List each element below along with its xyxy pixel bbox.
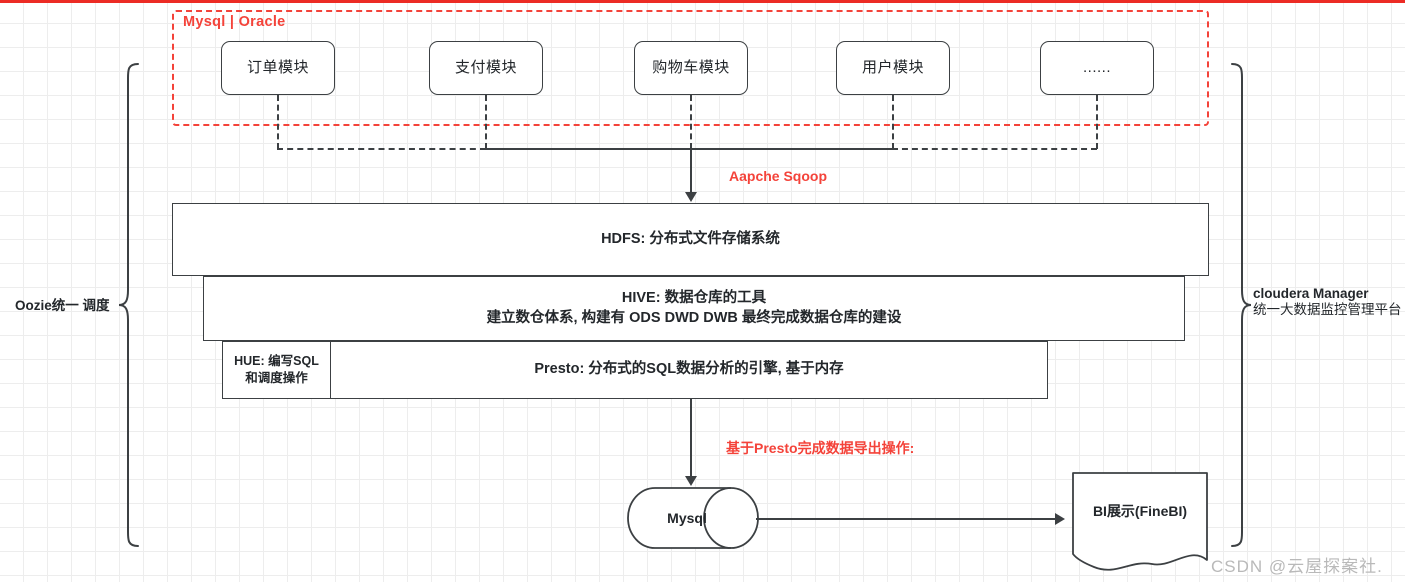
right-bracket-label-line1: cloudera Manager [1253,286,1369,301]
hdfs-label: HDFS: 分布式文件存储系统 [601,230,780,247]
module-label: 用户模块 [861,58,924,76]
bi-document-shape[interactable] [1072,472,1208,571]
module-box-user[interactable]: 用户模块 [836,41,950,95]
hive-label-primary: HIVE: 数据仓库的工具 [621,289,767,306]
presto-box[interactable]: Presto: 分布式的SQL数据分析的引擎, 基于内存 [330,341,1048,399]
hue-label-line1: HUE: 编写SQL [234,353,319,368]
sqoop-arrow-head [685,192,697,202]
csdn-watermark: CSDN @云屋探案社. [1211,557,1383,576]
module-box-more[interactable]: ...... [1040,41,1154,95]
presto-label: Presto: 分布式的SQL数据分析的引擎, 基于内存 [534,361,844,378]
module-drop-line-more [1096,95,1098,149]
left-bracket-label: Oozie统一 调度 [15,298,110,313]
module-box-order[interactable]: 订单模块 [221,41,335,95]
mysql-label: Mysql [667,510,707,526]
hdfs-box[interactable]: HDFS: 分布式文件存储系统 [172,203,1209,276]
export-label: 基于Presto完成数据导出操作: [726,440,915,456]
module-label: 支付模块 [454,58,517,76]
module-drop-line-order [277,95,279,149]
module-box-cart[interactable]: 购物车模块 [634,41,748,95]
mysql-to-bi-arrow-head [1055,513,1065,525]
mysql-to-bi-arrow-line [756,518,1056,520]
source-group-label: Mysql | Oracle [183,14,286,30]
module-label: 购物车模块 [652,58,730,76]
hive-box[interactable]: HIVE: 数据仓库的工具 建立数仓体系, 构建有 ODS DWD DWB 最终… [203,276,1185,341]
module-label: 订单模块 [246,58,309,76]
collector-bus-center [485,148,893,150]
sqoop-label: Aapche Sqoop [729,168,828,184]
export-arrow-stem [690,399,692,477]
hive-label-secondary: 建立数仓体系, 构建有 ODS DWD DWB 最终完成数据仓库的建设 [486,309,902,326]
right-bracket [1230,62,1252,548]
collector-bus-left [277,148,486,150]
right-bracket-label-line2: 统一大数据监控管理平台 [1253,302,1402,317]
sqoop-arrow-stem [690,148,692,193]
module-box-payment[interactable]: 支付模块 [429,41,543,95]
top-red-rule [0,0,1405,3]
hue-box[interactable]: HUE: 编写SQL 和调度操作 [222,341,331,399]
module-drop-line-user [892,95,894,149]
bi-label: BI展示(FineBI) [1092,503,1188,519]
collector-bus-right [892,148,1097,150]
hue-label-line2: 和调度操作 [245,371,308,385]
mysql-cylinder-shape[interactable] [627,487,759,549]
export-arrow-head [685,476,697,486]
module-label: ...... [1082,58,1111,76]
module-drop-line-payment [485,95,487,149]
left-bracket [118,62,140,548]
module-drop-line-cart [690,95,692,149]
